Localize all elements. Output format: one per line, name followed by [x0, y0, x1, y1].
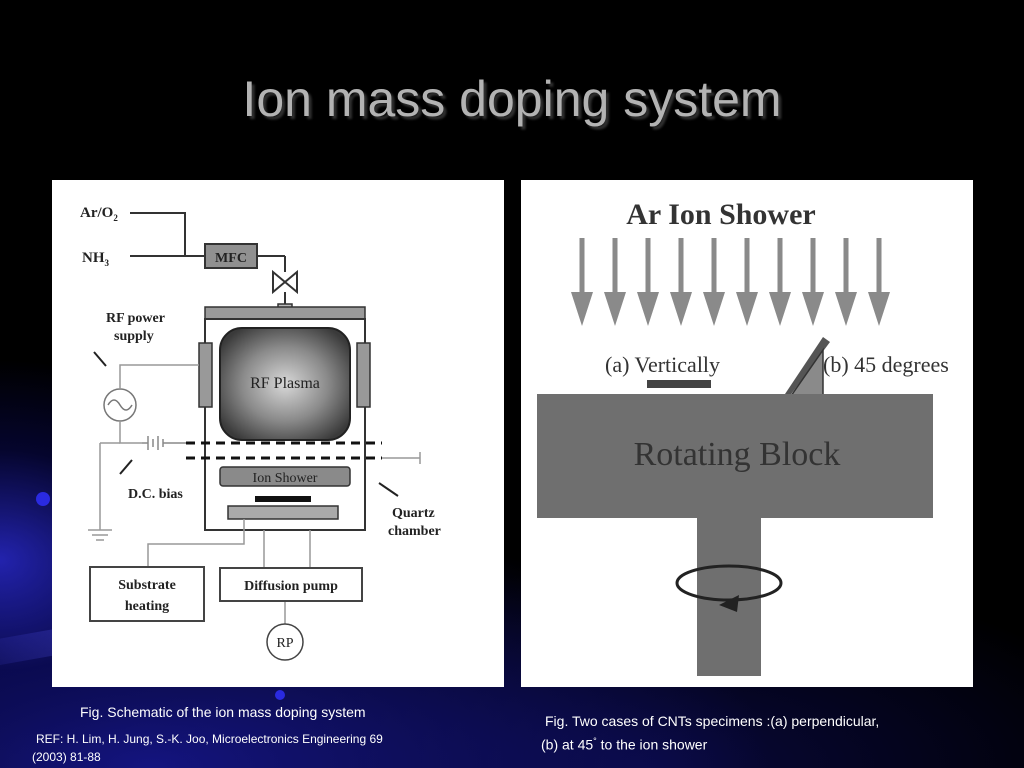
ion-arrow-shaft [579, 238, 585, 294]
dc-bias-label: D.C. bias [128, 487, 183, 502]
dc-bias-pointer [119, 459, 133, 475]
quartz-label-line1: Quartz [392, 506, 435, 521]
rf-power-pointer [93, 351, 107, 367]
left-figure-caption: Fig. Schematic of the ion mass doping sy… [80, 704, 366, 720]
rf-power-label-line2: supply [114, 329, 154, 344]
right-figure-caption-line2: (b) at 45° to the ion shower [541, 736, 708, 753]
rf-plasma [219, 327, 351, 441]
ion-arrow-icon [571, 292, 593, 326]
vertical-specimen [647, 380, 711, 388]
mfc-box [204, 243, 258, 269]
rotary-pump-icon [266, 623, 304, 661]
ion-arrow-shaft [810, 238, 816, 294]
mfc-label: MFC [215, 251, 247, 266]
ion-shower-label: Ion Shower [253, 471, 318, 486]
ion-arrow-shaft [678, 238, 684, 294]
electrode-left [198, 342, 213, 408]
ground-icon [88, 529, 112, 541]
substrate-holder [227, 505, 339, 520]
substrate-label-line1: Substrate [118, 578, 176, 593]
ion-arrow-shaft [777, 238, 783, 294]
quartz-pointer [378, 482, 399, 497]
dc-bias-battery-icon [142, 436, 186, 450]
vertically-label: (a) Vertically [605, 352, 720, 377]
gas-label-nh3: NH3 [82, 250, 110, 268]
sine-wave-icon [107, 399, 133, 411]
ion-arrow-shaft [645, 238, 651, 294]
ion-arrow-shaft [711, 238, 717, 294]
rf-plasma-label: RF Plasma [250, 375, 320, 392]
rp-label: RP [276, 636, 293, 651]
ion-arrow-icon [736, 292, 758, 326]
tilted-specimen [783, 337, 830, 397]
specimen [255, 496, 311, 502]
rf-wiring [99, 364, 199, 530]
electrode-right [356, 342, 371, 408]
rotating-shaft [697, 516, 761, 676]
reference-line2: (2003) 81-88 [32, 750, 101, 764]
ion-arrow-icon [868, 292, 890, 326]
ion-arrow-shaft [876, 238, 882, 294]
grid-lines [186, 441, 382, 460]
ion-arrow-icon [835, 292, 857, 326]
chamber-lid [204, 306, 366, 320]
ion-arrow-icon [637, 292, 659, 326]
background-dot [275, 690, 285, 700]
gas-lines [130, 212, 286, 304]
ion-arrows [571, 238, 890, 326]
wedge-support [789, 347, 824, 397]
ion-shower-bar [219, 466, 351, 487]
ion-arrow-icon [802, 292, 824, 326]
ground-line-right [382, 452, 421, 464]
degrees-label: (b) 45 degrees [823, 352, 949, 377]
right-figure-caption-line1: Fig. Two cases of CNTs specimens :(a) pe… [545, 713, 880, 729]
schematic-diagram: Ar/O2 NH3 MFC [52, 180, 504, 687]
ion-arrow-icon [670, 292, 692, 326]
ion-arrow-icon [703, 292, 725, 326]
substrate-heating-box [89, 566, 205, 622]
valve-icon [272, 269, 298, 295]
gas-label-ar-o2: Ar/O2 [80, 205, 118, 223]
ion-arrow-icon [604, 292, 626, 326]
bottom-wiring [147, 519, 311, 624]
ion-shower-heading: Ar Ion Shower [626, 198, 815, 231]
quartz-label-line2: chamber [388, 524, 441, 539]
ion-arrow-shaft [744, 238, 750, 294]
rotating-block-label: Rotating Block [634, 436, 841, 473]
rotating-block [537, 394, 933, 518]
slide-title: Ion mass doping system [242, 71, 782, 127]
schematic-svg: Ar/O2 NH3 MFC [80, 205, 441, 661]
ion-shower-diagram: Ar Ion Shower (a) Vertically (b) 45 degr… [521, 180, 973, 687]
reference-line1: REF: H. Lim, H. Jung, S.-K. Joo, Microel… [36, 732, 383, 746]
diffusion-pump-label: Diffusion pump [244, 579, 338, 594]
diffusion-pump-box [219, 567, 363, 602]
ion-arrow-icon [769, 292, 791, 326]
background-dot [36, 492, 50, 506]
substrate-label-line2: heating [125, 599, 169, 614]
ion-shower-svg: Ar Ion Shower (a) Vertically (b) 45 degr… [537, 198, 949, 676]
rotation-arrowhead-icon [719, 595, 739, 612]
ion-arrow-shaft [612, 238, 618, 294]
ion-arrow-shaft [843, 238, 849, 294]
rf-power-label-line1: RF power [106, 311, 165, 326]
